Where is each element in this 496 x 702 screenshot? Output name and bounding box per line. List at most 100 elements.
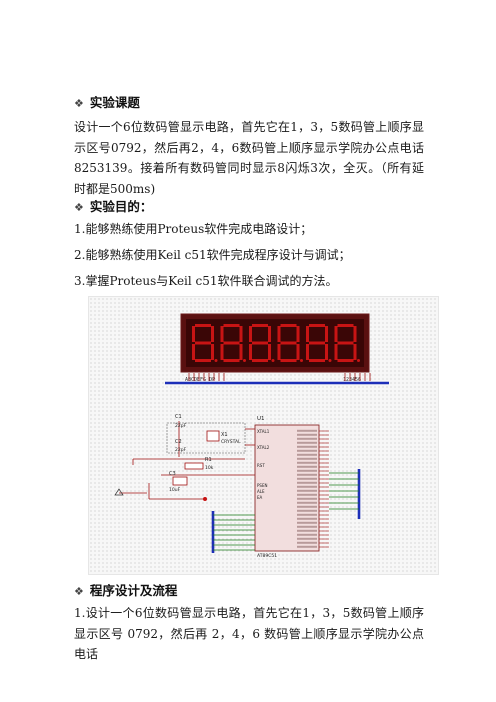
pin-label-mark [297, 489, 317, 492]
pin-label-mark [297, 465, 317, 468]
segment [223, 359, 240, 362]
pin-label-mark [297, 453, 317, 456]
resistor-symbol [184, 462, 204, 470]
section-heading-topic: ❖ 实验课题 [74, 92, 140, 111]
segment [309, 341, 325, 345]
segment [223, 324, 240, 327]
pin-label-mark [297, 505, 317, 508]
display-pins [188, 373, 371, 381]
segment [280, 324, 297, 327]
segment [249, 326, 252, 342]
c1-value: 22pF [175, 423, 187, 429]
pin-label-mark [297, 481, 317, 484]
pin-label-mark [297, 445, 317, 448]
segment [211, 344, 214, 360]
pin-label-mark [297, 473, 317, 476]
chip-ref: U1 [257, 416, 265, 422]
pin-label-mark [297, 449, 317, 452]
segment [309, 324, 325, 327]
pin-label-mark [297, 509, 317, 512]
task-paragraph: 设计一个6位数码管显示电路，首先它在1，3，5数码管上顺序显示区号0792，然后… [74, 120, 424, 196]
c3-label: C3 [169, 471, 176, 477]
pin-rst: RST [257, 463, 265, 468]
decimal-point [357, 359, 360, 362]
mcu-pin-rows [297, 429, 329, 548]
capacitor-c3-symbol [172, 476, 188, 486]
pin-xtal2: XTAL2 [257, 445, 270, 450]
section-title: 实验目的： [89, 199, 153, 214]
segment [337, 359, 354, 362]
pin-label-mark [297, 533, 317, 536]
resistor-ref: R1 [205, 457, 212, 463]
segment [211, 326, 214, 342]
segment [337, 341, 354, 345]
mcu-chip [254, 424, 320, 552]
segment [325, 326, 328, 342]
pin-label-mark [297, 525, 317, 528]
segment [252, 341, 268, 345]
section-heading-flow: ❖ 程序设计及流程 [74, 580, 177, 599]
diamond-bullet-icon: ❖ [74, 585, 84, 598]
segment [195, 341, 211, 345]
segment [306, 326, 309, 342]
pin-label-mark [297, 537, 317, 540]
pin-psen: PSEN [257, 483, 267, 488]
crystal-symbol [206, 430, 220, 442]
segment [296, 326, 300, 342]
chip-part: AT89C51 [257, 553, 277, 559]
decimal-point [243, 359, 246, 362]
pin-label-mark [297, 501, 317, 504]
segment [277, 326, 281, 342]
reset-button-contact [203, 497, 207, 501]
section-title: 程序设计及流程 [89, 583, 178, 598]
segment [306, 344, 309, 360]
display-face [186, 319, 364, 367]
segment [309, 359, 325, 362]
section-heading-goals: ❖ 实验目的： [74, 196, 152, 215]
goal-item: 1.能够熟练使用Proteus软件完成电路设计； [74, 222, 313, 236]
segment [252, 359, 268, 362]
diamond-bullet-icon: ❖ [74, 97, 84, 110]
segment [192, 344, 195, 360]
c3-value: 10uF [169, 487, 181, 493]
segment [277, 344, 281, 360]
proteus-schematic: ABCDEFG DP 123456 [88, 296, 439, 575]
segment [280, 341, 297, 345]
pin-label-mark [297, 429, 317, 432]
goal-item: 2.能够熟练使用Keil c51软件完成程序设计与调试； [74, 248, 351, 262]
section-title: 实验课题 [89, 95, 140, 110]
pin-label-mark [297, 493, 317, 496]
segment [220, 326, 224, 342]
pin-label-mark [297, 497, 317, 500]
decimal-point [328, 359, 332, 362]
decimal-point [214, 359, 218, 362]
ground-icon [114, 488, 124, 496]
segment [252, 324, 268, 327]
crystal-ref: X1 [221, 432, 228, 438]
pin-ea: EA [257, 495, 263, 500]
pin-label-mark [297, 517, 317, 520]
display-pins-right-label: 123456 [343, 377, 361, 383]
diamond-bullet-icon: ❖ [74, 201, 84, 214]
decimal-point [300, 359, 303, 362]
c1-label: C1 [175, 414, 182, 420]
segment [268, 344, 271, 360]
pin-label-mark [297, 437, 317, 440]
pin-label-mark [297, 477, 317, 480]
segment [296, 344, 300, 360]
flow-paragraph: 1.设计一个6位数码管显示电路，首先它在1，3，5数码管上顺序显示区号 0792… [74, 606, 424, 661]
segment [220, 344, 224, 360]
segment [239, 326, 243, 342]
segment [353, 344, 357, 360]
segment [223, 341, 240, 345]
segment [337, 324, 354, 327]
pin-label-mark [297, 485, 317, 488]
segment [239, 344, 243, 360]
segment [192, 326, 195, 342]
pin-label-mark [297, 529, 317, 532]
goal-item: 3.掌握Proteus与Keil c51软件联合调试的方法。 [74, 274, 338, 288]
pin-ale: ALE [257, 489, 265, 494]
segment [325, 344, 328, 360]
pin-label-mark [297, 545, 317, 548]
bus-wires [213, 472, 359, 551]
